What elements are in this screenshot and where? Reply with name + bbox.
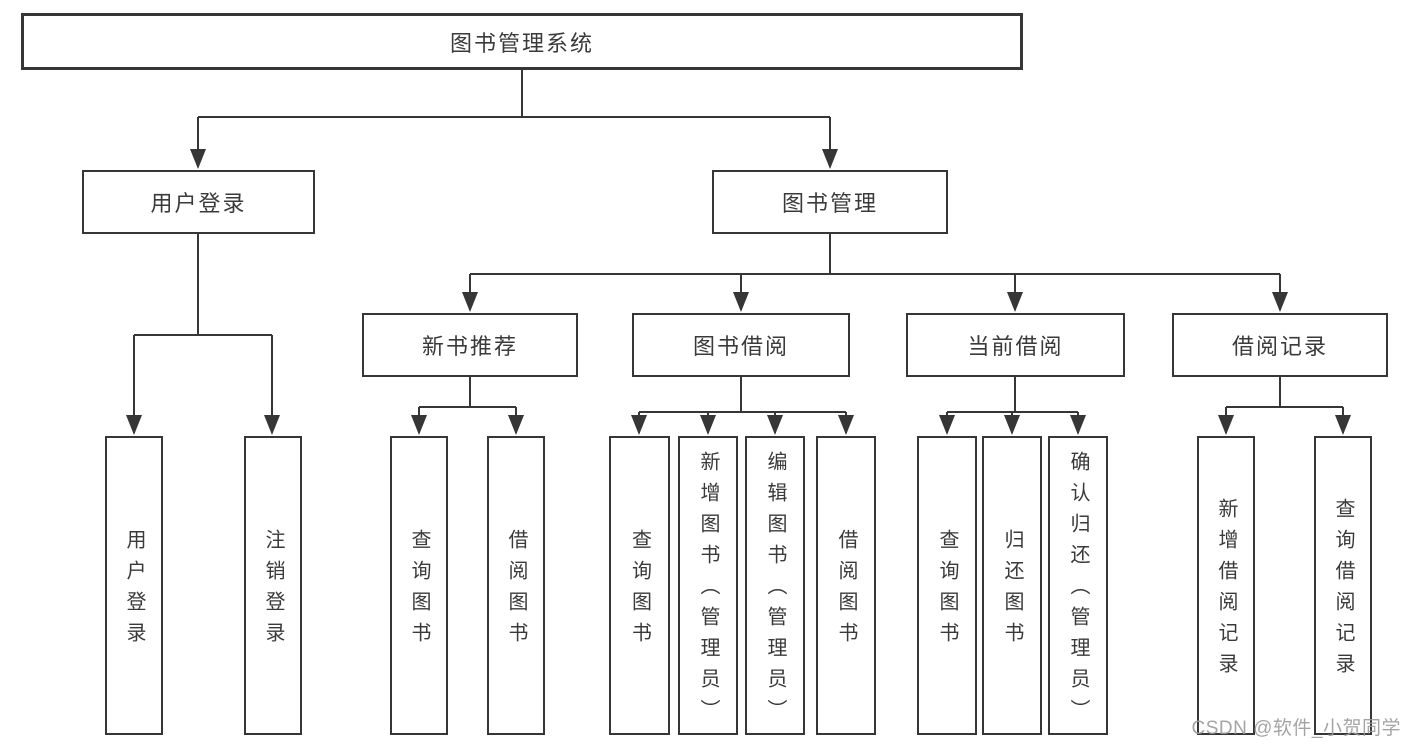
node-root: 图书管理系统 xyxy=(21,13,1023,70)
leaf-borrow-books-label: 借阅图书 xyxy=(835,528,857,653)
node-borrowing-records-label: 借阅记录 xyxy=(1231,334,1328,359)
node-root-label: 图书管理系统 xyxy=(449,30,594,56)
leaf-add-borrow-record-label: 新增借阅记录 xyxy=(1215,497,1237,684)
leaf-logout: 注销登录 xyxy=(244,436,302,735)
node-new-book-recommend: 新书推荐 xyxy=(362,313,578,377)
node-current-borrowing-label: 当前借阅 xyxy=(967,334,1064,359)
node-new-book-recommend-label: 新书推荐 xyxy=(421,334,518,359)
leaf-query-books-current: 查询图书 xyxy=(917,436,977,735)
csdn-watermark: CSDN @软件_小贺同学 xyxy=(1191,718,1401,739)
leaf-borrow-books: 借阅图书 xyxy=(816,436,876,735)
leaf-edit-books-admin-label: 编辑图书（管理员） xyxy=(764,451,786,730)
leaf-query-borrow-record-label: 查询借阅记录 xyxy=(1332,497,1354,684)
leaf-add-books-admin: 新增图书（管理员） xyxy=(678,436,738,735)
node-book-management-label: 图书管理 xyxy=(781,191,878,216)
leaf-user-login: 用户登录 xyxy=(105,436,163,735)
leaf-query-books-recommend: 查询图书 xyxy=(390,436,448,735)
node-user-login: 用户登录 xyxy=(82,170,315,234)
node-borrowing-records: 借阅记录 xyxy=(1172,313,1388,377)
leaf-confirm-return-admin-label: 确认归还（管理员） xyxy=(1067,451,1089,730)
leaf-return-books: 归还图书 xyxy=(982,436,1042,735)
leaf-query-books-recommend-label: 查询图书 xyxy=(408,528,430,653)
leaf-add-books-admin-label: 新增图书（管理员） xyxy=(697,451,719,730)
node-user-login-label: 用户登录 xyxy=(150,191,247,216)
leaf-query-books-current-label: 查询图书 xyxy=(936,528,958,653)
leaf-logout-label: 注销登录 xyxy=(262,528,284,653)
leaf-confirm-return-admin: 确认归还（管理员） xyxy=(1048,436,1108,735)
leaf-query-borrow-record: 查询借阅记录 xyxy=(1314,436,1372,735)
leaf-edit-books-admin: 编辑图书（管理员） xyxy=(745,436,805,735)
node-book-management: 图书管理 xyxy=(712,170,948,234)
node-book-borrowing: 图书借阅 xyxy=(632,313,850,377)
leaf-query-books-borrowing-label: 查询图书 xyxy=(628,528,651,653)
node-current-borrowing: 当前借阅 xyxy=(906,313,1125,377)
leaf-user-login-label: 用户登录 xyxy=(123,528,145,653)
leaf-add-borrow-record: 新增借阅记录 xyxy=(1197,436,1255,735)
leaf-query-books-borrowing: 查询图书 xyxy=(609,436,670,735)
leaf-return-books-label: 归还图书 xyxy=(1001,528,1023,653)
leaf-borrow-books-recommend-label: 借阅图书 xyxy=(505,528,527,653)
leaf-borrow-books-recommend: 借阅图书 xyxy=(487,436,545,735)
node-book-borrowing-label: 图书借阅 xyxy=(692,334,789,359)
